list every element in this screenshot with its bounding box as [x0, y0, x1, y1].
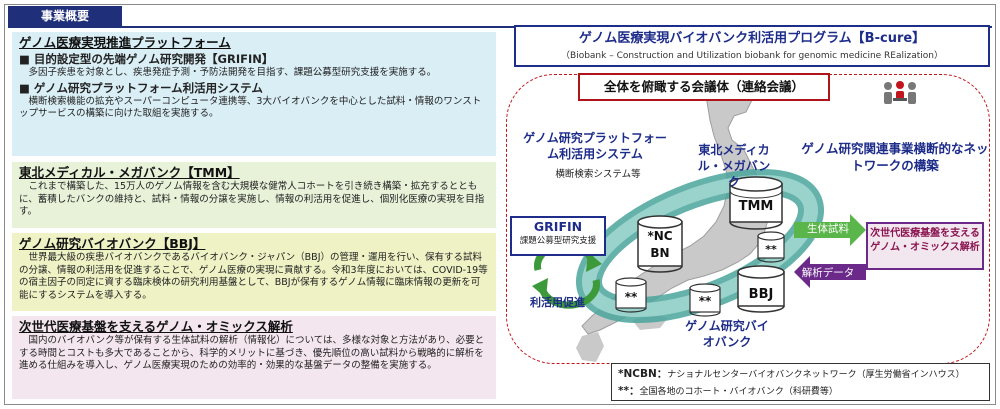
panel-title: ゲノム研究バイオバンク【BBJ】 — [19, 236, 206, 251]
program-title: ゲノム医療実現バイオバンク利活用プログラム【B-cure】 — [578, 31, 926, 46]
panel-text: 国内のバイオバンク等が保有する生体試料の解析（情報化）については、多様な対象と方… — [19, 335, 485, 372]
cycle-arrow-bottom-head — [532, 278, 548, 298]
footnote-line: **：全国各地のコホート・バイオバンク（科研費等） — [618, 385, 838, 397]
kyushu-island — [576, 332, 604, 362]
panel-subheading: ■ 目的設定型の先端ゲノム研究開発【GRIFIN】 — [19, 52, 274, 66]
cycle-arrow-top-head — [586, 252, 602, 272]
panel-title: 次世代医療基盤を支えるゲノム・オミックス解析 — [19, 319, 293, 334]
cohort-cylinder-2 — [689, 283, 721, 317]
slide-frame — [4, 4, 996, 405]
ncbn-label-2: BN — [650, 246, 669, 260]
council-box: 全体を俯瞰する会議体（連絡会議） — [578, 73, 830, 101]
network-label: ゲノム研究関連事業横断的なネットワークの構築 — [801, 141, 989, 173]
cohort-mark: ** — [699, 294, 712, 308]
cohort-cylinder-1 — [615, 277, 647, 313]
footnote-line: *NCBN：ナショナルセンターバイオバンクネットワーク（厚生労働省インハウス） — [618, 368, 965, 380]
arrow-seitai — [794, 214, 866, 246]
panel-text: 世界最大級の疾患バイオバンクであるバイオバンク・ジャパン（BBJ）の管理・運用を… — [19, 252, 488, 301]
ncbn-cylinder — [637, 215, 683, 273]
panel-title: ゲノム医療実現推進プラットフォーム — [19, 35, 231, 50]
tohoku-label: 東北メディカル・メガバンク — [697, 143, 771, 189]
cohort-cylinder-3 — [757, 231, 785, 263]
tmm-cylinder — [729, 176, 783, 230]
cycle-arrow-bottom — [538, 279, 600, 309]
grifin-sub: 課題公募型研究支援 — [519, 236, 597, 246]
program-title-box: ゲノム医療実現バイオバンク利活用プログラム【B-cure】 （Biobank –… — [514, 25, 990, 67]
panel-text: これまで構築した、15万人のゲノム情報を含む大規模な健常人コホートを引き続き構築… — [19, 181, 485, 218]
ncbn-label-1: *NC — [647, 229, 672, 243]
panel-omics: 次世代医療基盤を支えるゲノム・オミックス解析 国内のバイオバンク等が保有する生体… — [12, 316, 496, 399]
kaiseki-label: 解析データ — [801, 267, 855, 279]
panel-title: 東北メディカル・メガバンク【TMM】 — [19, 165, 240, 180]
panel-text: 横断検索機能の拡充やスーパーコンピュータ連携等、3大バイオバンクを中心とした試料… — [19, 95, 482, 120]
bbj-caption: ゲノム研究バイオバンク — [685, 319, 769, 349]
arrow-kaiseki — [794, 256, 866, 288]
section-tab: 事業概要 — [8, 6, 122, 26]
bbj-cylinder — [737, 265, 785, 313]
program-subtitle: （Biobank – Construction and Utilization … — [561, 51, 943, 61]
footnote-box: *NCBN：ナショナルセンターバイオバンクネットワーク（厚生労働省インハウス） … — [611, 363, 990, 401]
platform-sub-label: 横断検索システム等 — [555, 169, 641, 180]
platform-label: ゲノム研究プラットフォーム利活用システム — [523, 131, 667, 161]
panel-subheading: ■ ゲノム研究プラットフォーム利活用システム — [19, 80, 263, 95]
cohort-mark: ** — [625, 290, 638, 304]
seitai-label: 生体試料 — [807, 223, 849, 235]
panel-text: 多因子疾患を対象とし、疾患発症予測・予防法開発を目指す、課題公募型研究支援を実施… — [28, 67, 437, 78]
grifin-box: GRIFIN 課題公募型研究支援 — [510, 216, 606, 256]
header-rule — [8, 26, 992, 28]
grifin-title: GRIFIN — [533, 219, 583, 234]
bbj-label: BBJ — [749, 287, 774, 302]
cohort-mark: ** — [765, 243, 777, 256]
riyou-label: 利活用促進 — [530, 296, 585, 309]
panel-bbj: ゲノム研究バイオバンク【BBJ】 世界最大級の疾患バイオバンクであるバイオバンク… — [12, 233, 496, 311]
panel-tmm: 東北メディカル・メガバンク【TMM】 これまで構築した、15万人のゲノム情報を含… — [12, 162, 496, 228]
panel-platform: ゲノム医療実現推進プラットフォーム ■ 目的設定型の先端ゲノム研究開発【GRIF… — [12, 32, 496, 156]
tmm-label: TMM — [739, 199, 774, 214]
omics-box: 次世代医療基盤を支えるゲノム・オミックス解析 — [866, 222, 984, 270]
meeting-icon — [884, 81, 916, 104]
